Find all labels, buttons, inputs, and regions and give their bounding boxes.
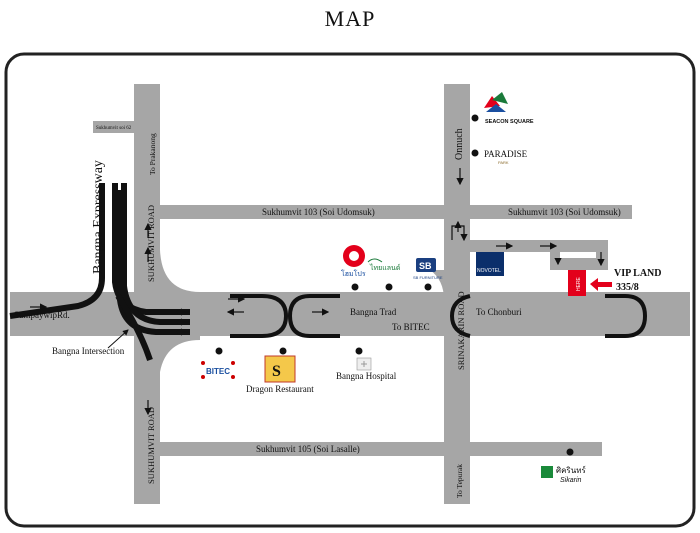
homepro-logo: โฮมโปร [341, 245, 366, 278]
bangna-expressway [9, 183, 190, 361]
svg-text:โฮมโปร: โฮมโปร [341, 269, 366, 278]
svg-text:BITEC: BITEC [206, 367, 230, 376]
svg-text:SB: SB [419, 261, 432, 271]
hotel-loop-left [550, 246, 560, 270]
svg-text:S: S [272, 363, 281, 380]
label-sukhumvit-road-upper: SUKHUMVIT ROAD [146, 205, 156, 282]
label-to-tepurak: To Tepurak [455, 464, 464, 498]
sukhumvit-curve [160, 250, 200, 300]
svg-text:ศิครินทร์: ศิครินทร์ [556, 465, 586, 475]
label-sukhumvit-105: Sukhumvit 105 (Soi Lasalle) [256, 444, 360, 454]
hotel-loop-bottom [550, 258, 608, 270]
svg-text:SB FURNITURE: SB FURNITURE [413, 275, 443, 280]
svg-text:NOVOTEL: NOVOTEL [477, 268, 501, 274]
label-sukhumvit-103-right: Sukhumvit 103 (Soi Udomsuk) [508, 207, 621, 217]
dragon-restaurant-label: Dragon Restaurant [246, 384, 314, 394]
label-to-prakanong: To Prakanong [148, 133, 157, 175]
soi-62-road [93, 121, 139, 133]
u-turn-1 [230, 294, 289, 338]
label-bangna-intersection: Bangna Intersection [52, 346, 125, 356]
label-sumpaywip-rd: SumpaywipRd. [14, 310, 70, 320]
label-bangna-trad: Bangna Trad [350, 307, 397, 317]
map-title: MAP [324, 6, 376, 31]
label-sukhumvit-103-left: Sukhumvit 103 (Soi Udomsuk) [262, 207, 375, 217]
svg-text:Sikarin: Sikarin [560, 477, 582, 484]
srinakarin-curve [430, 270, 444, 300]
novotel-logo: NOVOTEL [476, 252, 504, 276]
label-onnuch: Onnuch [454, 128, 465, 160]
label-bangna-expressway: Bangna Expressway [91, 160, 106, 274]
bangna-hospital-logo [356, 357, 372, 371]
sukhumvit-curve-lower [160, 336, 200, 372]
srinakarin-turn-arrow [451, 225, 468, 242]
label-srinakarin-road: SRINAKARIN ROAD [456, 291, 466, 370]
sukhumvit-103-road [160, 205, 632, 219]
thai-store-logo: ไทยแลนด์ [367, 258, 400, 272]
u-turn-4 [449, 294, 471, 338]
paradise-park-logo: PARADISE PARK [484, 149, 528, 165]
u-turn-2 [287, 294, 340, 338]
map-frame [4, 52, 696, 528]
sikarin-logo: ศิครินทร์ Sikarin [541, 465, 586, 484]
u-turns [230, 294, 648, 338]
label-soi-62: Sukhumvit soi 62 [96, 126, 132, 131]
hotel-loop-top [470, 240, 606, 252]
dragon-restaurant-logo: S [264, 355, 296, 383]
landmark-dots [215, 114, 574, 456]
label-to-chonburi: To Chonburi [476, 307, 522, 317]
sb-furniture-logo: SB SB FURNITURE [413, 258, 443, 280]
svg-text:HERE: HERE [576, 276, 582, 291]
label-sukhumvit-road-lower: SUKHUMVIT ROAD [146, 407, 156, 484]
u-turn-3 [605, 294, 648, 338]
vip-land-address: 335/8 [616, 282, 639, 293]
svg-text:PARADISE: PARADISE [484, 149, 528, 159]
svg-text:ไทยแลนด์: ไทยแลนด์ [369, 263, 400, 272]
sukhumvit-105-road [160, 442, 602, 456]
vip-land-marker: HERE VIP LAND 335/8 [568, 268, 662, 296]
bangna-hospital-label: Bangna Hospital [336, 371, 397, 381]
vip-land-name: VIP LAND [614, 268, 662, 279]
bitec-logo: BITEC [201, 361, 235, 379]
seacon-square-logo: SEACON SQUARE [484, 92, 534, 125]
svg-text:SEACON SQUARE: SEACON SQUARE [485, 119, 534, 125]
direction-arrows [30, 168, 605, 416]
svg-text:PARK: PARK [498, 160, 509, 165]
label-to-bitec: To BITEC [392, 322, 430, 332]
